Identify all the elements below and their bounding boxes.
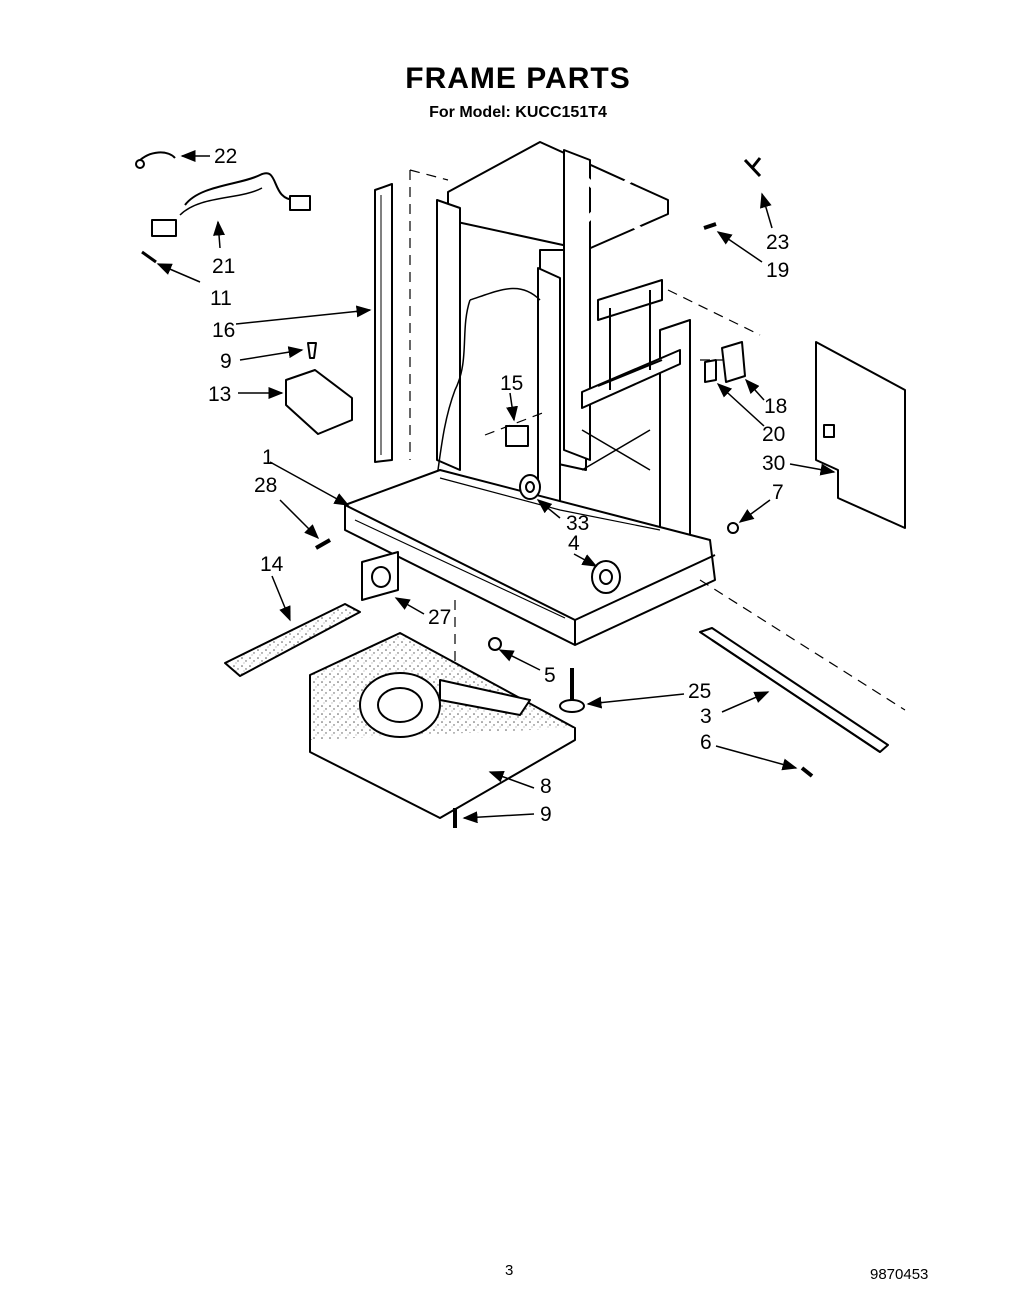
callout-22: 22	[214, 145, 237, 168]
document-number: 9870453	[870, 1266, 929, 1283]
callout-23: 23	[766, 231, 789, 254]
side-rail	[699, 627, 889, 753]
callout-11: 11	[210, 287, 232, 310]
screw-small	[307, 342, 317, 359]
cabinet-frame	[344, 141, 716, 646]
page-number: 3	[505, 1262, 514, 1279]
callout-14: 14	[260, 553, 284, 576]
foam-strip	[224, 603, 361, 677]
callout-16: 16	[212, 319, 235, 342]
page-title: FRAME PARTS	[405, 62, 631, 95]
callout-33: 33	[566, 512, 589, 535]
callout-15: 15	[500, 372, 523, 395]
callout-18: 18	[764, 395, 787, 418]
callout-13: 13	[208, 383, 231, 406]
callout-25: 25	[688, 680, 711, 703]
callout-28: 28	[254, 474, 277, 497]
callout-19: 19	[766, 259, 789, 282]
callout-30: 30	[762, 452, 785, 475]
gasket-strip	[374, 183, 393, 463]
model-subtitle: For Model: KUCC151T4	[429, 104, 607, 121]
callout-20: 20	[762, 423, 785, 446]
callout-21: 21	[212, 255, 235, 278]
parts-drawing	[135, 141, 906, 828]
callout-27: 27	[428, 606, 451, 629]
callout-9-top: 9	[220, 350, 232, 373]
callout-7: 7	[772, 481, 784, 504]
callout-5: 5	[544, 664, 556, 687]
door-switch	[721, 341, 746, 383]
callout-1: 1	[262, 446, 274, 469]
callout-3: 3	[700, 705, 712, 728]
cover-bracket	[285, 369, 353, 435]
power-cord	[184, 172, 296, 206]
callout-9-bottom: 9	[540, 803, 552, 826]
callout-labels: 22 21 11 16 9 13 1 28 14 27 15 33 4 5 25…	[208, 145, 789, 826]
back-panel	[815, 341, 906, 529]
callout-8: 8	[540, 775, 552, 798]
assembly-guide-lines	[409, 169, 906, 805]
leader-arrows	[156, 150, 836, 824]
callout-4: 4	[568, 532, 580, 555]
callout-6: 6	[700, 731, 712, 754]
